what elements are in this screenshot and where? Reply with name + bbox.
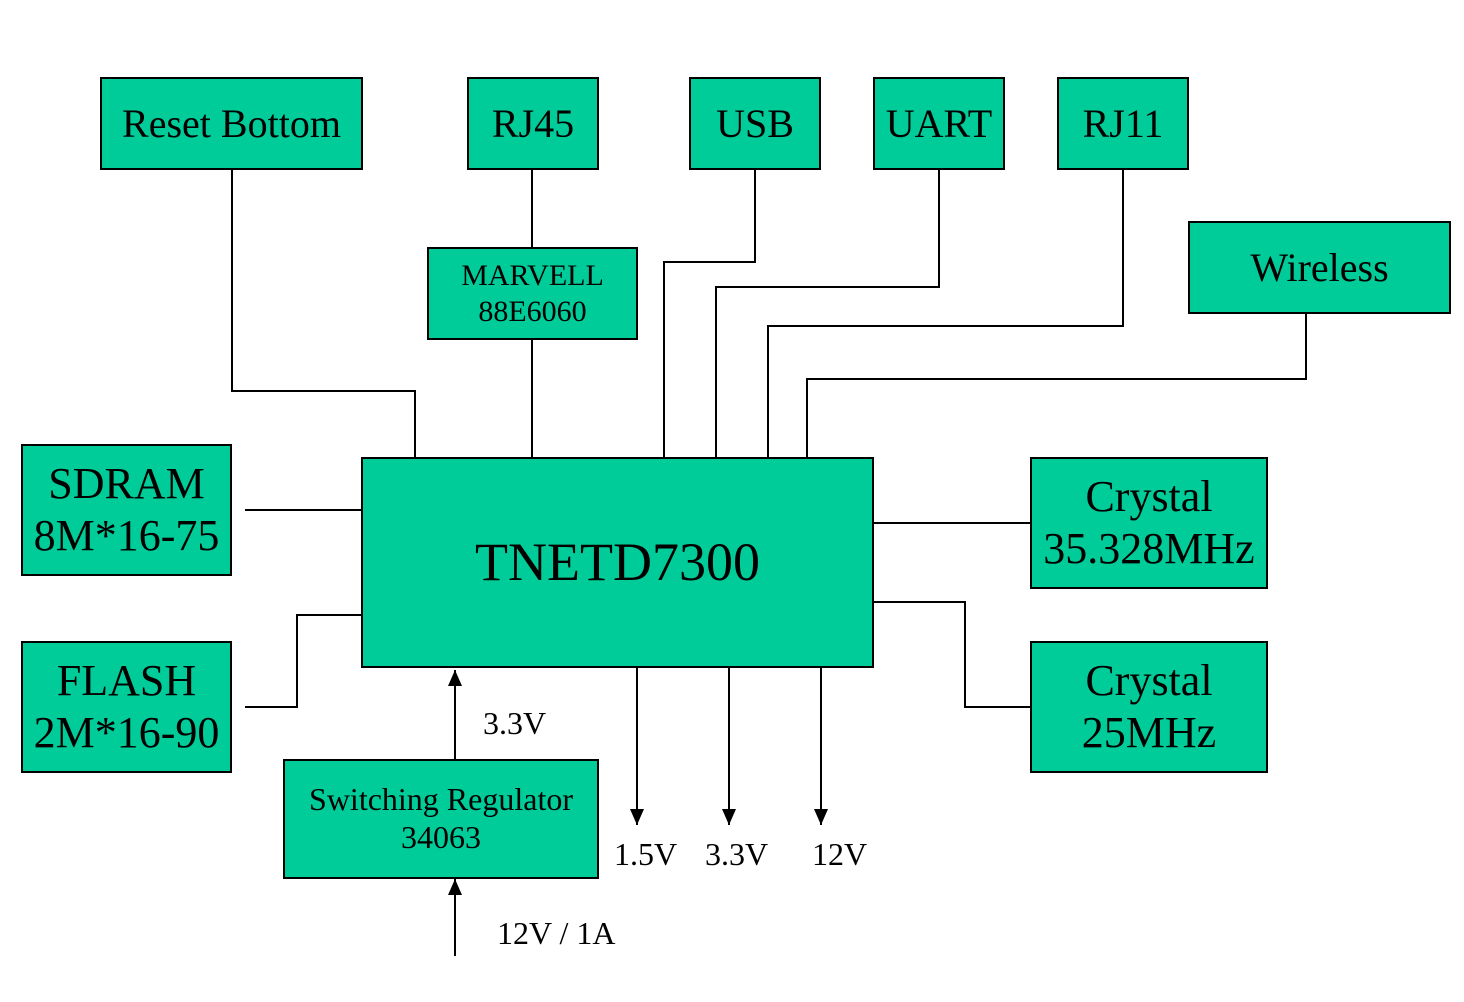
- sdram-box: SDRAM 8M*16-75: [21, 444, 232, 576]
- regulator-line2: 34063: [401, 819, 481, 855]
- rj11-box: RJ11: [1057, 77, 1189, 170]
- cpu-label: TNETD7300: [475, 531, 760, 592]
- output-12v-label: 12V: [812, 836, 868, 872]
- usb-label: USB: [716, 100, 794, 146]
- marvell-box: MARVELL 88E6060: [427, 247, 638, 340]
- regulator-output-label: 3.3V: [483, 705, 547, 741]
- rj11-label: RJ11: [1082, 100, 1164, 146]
- crystal1-line2: 35.328MHz: [1043, 524, 1255, 573]
- reset-bottom-box: Reset Bottom: [100, 77, 363, 170]
- marvell-line2: 88E6060: [478, 294, 587, 328]
- input-power-label: 12V / 1A: [497, 915, 616, 951]
- marvell-line1: MARVELL: [461, 259, 604, 293]
- usb-box: USB: [689, 77, 821, 170]
- rj45-box: RJ45: [467, 77, 599, 170]
- wire-usb: [663, 170, 756, 458]
- rj45-label: RJ45: [491, 100, 575, 146]
- wire-uart: [715, 170, 940, 458]
- output-1v5-label: 1.5V: [614, 836, 678, 872]
- crystal1-box: Crystal 35.328MHz: [1030, 457, 1268, 589]
- wire-reset: [231, 170, 416, 458]
- regulator-line1: Switching Regulator: [309, 781, 573, 818]
- flash-line2: 2M*16-90: [33, 708, 220, 757]
- wireless-label: Wireless: [1250, 244, 1389, 290]
- sdram-line2: 8M*16-75: [33, 511, 220, 560]
- sdram-line1: SDRAM: [48, 459, 205, 509]
- regulator-box: Switching Regulator 34063: [283, 759, 599, 879]
- reset-bottom-label: Reset Bottom: [122, 100, 341, 146]
- wireless-box: Wireless: [1188, 221, 1451, 314]
- wire-flash: [245, 614, 362, 708]
- crystal2-line2: 25MHz: [1081, 708, 1217, 757]
- flash-line1: FLASH: [56, 656, 197, 706]
- crystal1-line1: Crystal: [1085, 472, 1213, 522]
- wire-crystal2: [874, 601, 1031, 708]
- uart-label: UART: [885, 100, 993, 146]
- crystal2-line1: Crystal: [1085, 656, 1213, 706]
- crystal2-box: Crystal 25MHz: [1030, 641, 1268, 773]
- uart-box: UART: [873, 77, 1005, 170]
- output-3v3-label: 3.3V: [705, 836, 769, 872]
- cpu-box: TNETD7300: [361, 457, 874, 668]
- wire-wireless: [806, 314, 1307, 458]
- flash-box: FLASH 2M*16-90: [21, 641, 232, 773]
- wire-rj11: [767, 170, 1124, 458]
